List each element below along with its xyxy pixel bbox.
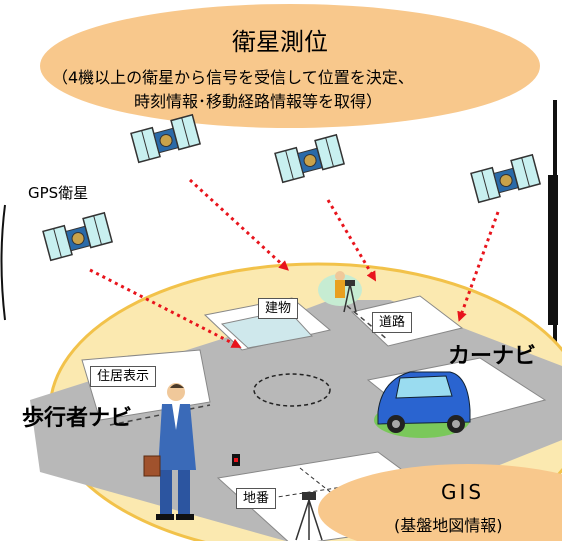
gps-satellite-icon — [469, 154, 542, 204]
car-navi-label: カーナビ — [448, 344, 537, 369]
gps-satellite-label: GPS衛星 — [28, 184, 89, 202]
gis-subtitle: (基盤地図情報) — [394, 516, 503, 535]
satellite-positioning-bubble — [40, 4, 540, 128]
satellite-positioning-title: 衛星測位 — [232, 28, 328, 56]
label-address: 住居表示 — [90, 366, 157, 387]
signal-arrow — [188, 178, 289, 271]
pedestrian-icon — [143, 383, 196, 520]
roundabout — [253, 373, 331, 407]
car-icon — [374, 371, 471, 438]
gis-bubble — [318, 464, 562, 541]
gps-satellite-icon — [41, 212, 114, 262]
gis-title: GIS — [441, 480, 485, 504]
gps-satellite-icon — [273, 134, 346, 184]
signal-arrow — [457, 211, 500, 322]
satellite-positioning-desc-line2: 時刻情報･移動経路情報等を取得） — [134, 92, 383, 111]
signal-arrow — [326, 199, 377, 282]
satellite-positioning-desc-line1: （4機以上の衛星から信号を受信して位置を決定、 — [52, 68, 414, 87]
gps-satellite-icon — [129, 114, 202, 164]
tripod-icon — [295, 492, 323, 541]
label-road: 道路 — [372, 312, 413, 333]
left-bracket — [0, 204, 6, 321]
right-edge-block — [548, 175, 558, 325]
label-building: 建物 — [258, 298, 299, 319]
surveyor-icon — [318, 271, 362, 313]
pedestrian-navi-label: 歩行者ナビ — [22, 406, 133, 431]
label-lot: 地番 — [236, 488, 277, 509]
